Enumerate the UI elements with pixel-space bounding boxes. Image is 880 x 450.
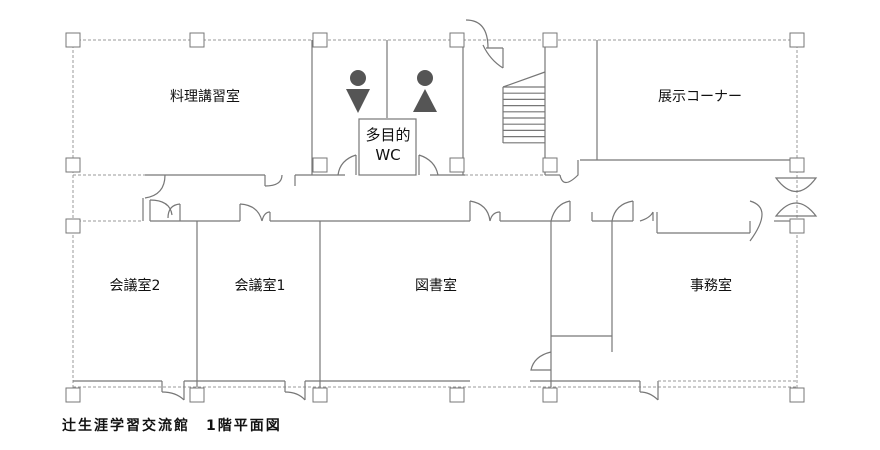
pillar bbox=[542, 32, 558, 48]
pillar bbox=[65, 157, 81, 173]
female-toilet-icon bbox=[413, 70, 437, 112]
pillar bbox=[65, 387, 81, 403]
walls bbox=[73, 40, 797, 400]
male-toilet-icon bbox=[346, 70, 370, 113]
wc-label-line1: 多目的 bbox=[365, 126, 411, 144]
pillar bbox=[789, 32, 805, 48]
stairs-icon bbox=[503, 86, 545, 144]
pillar-icon bbox=[65, 32, 805, 403]
pillar bbox=[189, 387, 205, 403]
plan-title: 辻生涯学習交流館 1階平面図 bbox=[62, 418, 282, 434]
pillar bbox=[789, 218, 805, 234]
room-label-library: 図書室 bbox=[415, 278, 457, 294]
pillar bbox=[789, 157, 805, 173]
pillar bbox=[449, 32, 465, 48]
wc-label-line2: WC bbox=[375, 146, 401, 164]
room-label-office: 事務室 bbox=[690, 278, 732, 294]
room-label-cooking: 料理講習室 bbox=[170, 89, 240, 105]
pillar bbox=[449, 157, 465, 173]
pillar bbox=[312, 387, 328, 403]
pillar bbox=[65, 218, 81, 234]
pillar bbox=[65, 32, 81, 48]
pillar bbox=[312, 157, 328, 173]
pillar bbox=[542, 387, 558, 403]
room-label-multipurpose-wc: 多目的 WC bbox=[365, 125, 410, 165]
room-label-meeting1: 会議室1 bbox=[234, 278, 286, 294]
pillar bbox=[312, 32, 328, 48]
door-icon bbox=[144, 19, 818, 401]
pillar bbox=[789, 387, 805, 403]
pillar bbox=[542, 157, 558, 173]
room-label-exhibition: 展示コーナー bbox=[658, 89, 742, 105]
pillar bbox=[189, 32, 205, 48]
room-label-meeting2: 会議室2 bbox=[109, 278, 161, 294]
pillar bbox=[449, 387, 465, 403]
